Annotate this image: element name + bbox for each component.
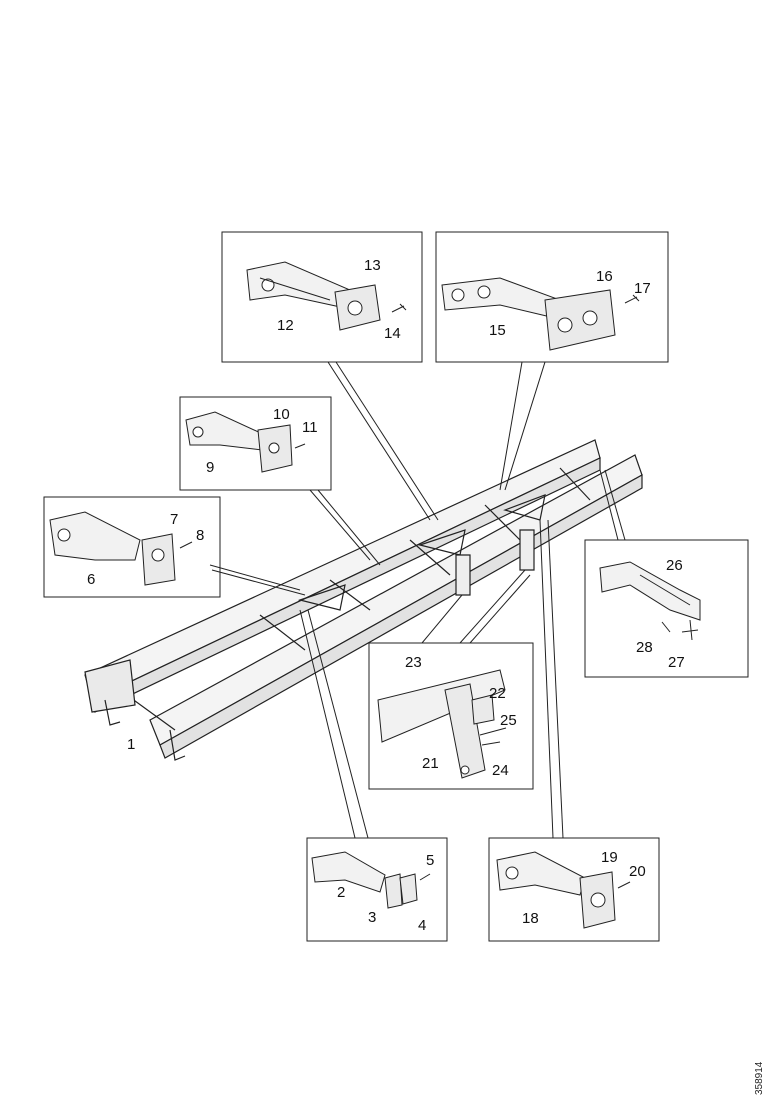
callout-2: 2 [337, 884, 345, 901]
callout-13: 13 [364, 257, 381, 274]
part-bolt-11 [295, 444, 305, 448]
callout-8: 8 [196, 527, 204, 544]
front-frame-end [85, 660, 135, 712]
callout-28: 28 [636, 639, 653, 656]
leader-lines [210, 362, 625, 838]
part-rail-section-23 [378, 670, 505, 742]
chassis-frame [85, 440, 642, 760]
callout-16: 16 [596, 268, 613, 285]
callout-21: 21 [422, 755, 439, 772]
callout-7: 7 [170, 511, 178, 528]
part-bracket-3 [385, 874, 402, 908]
callout-15: 15 [489, 322, 506, 339]
callout-5: 5 [426, 852, 434, 869]
part-bolt-8 [180, 542, 192, 548]
callout-3: 3 [368, 909, 376, 926]
part-crossmember-18 [497, 852, 585, 895]
part-hanger-21 [445, 684, 485, 778]
callout-20: 20 [629, 863, 646, 880]
part-bracket-16 [545, 290, 615, 350]
part-bracket-27 [682, 620, 698, 640]
callout-11: 11 [302, 419, 318, 436]
part-bracket-13 [335, 285, 380, 330]
callout-1: 1 [127, 736, 135, 753]
part-bracket-10 [258, 425, 292, 472]
callout-23: 23 [405, 654, 422, 671]
part-bracket-4 [400, 874, 417, 904]
part-crossmember-12 [247, 262, 350, 308]
callout-4: 4 [418, 917, 426, 934]
callout-12: 12 [277, 317, 294, 334]
callout-18: 18 [522, 910, 539, 927]
callout-19: 19 [601, 849, 618, 866]
part-bolts-24-25 [480, 728, 506, 745]
callout-27: 27 [668, 654, 685, 671]
callout-9: 9 [206, 459, 214, 476]
callout-numbers: 1 2 3 4 5 6 7 8 9 10 11 12 13 14 15 16 1… [87, 257, 685, 934]
part-bracket-7 [142, 534, 175, 585]
callout-17: 17 [634, 280, 651, 297]
part-bolt-5 [420, 874, 430, 880]
part-bolt-28 [662, 622, 670, 632]
callout-26: 26 [666, 557, 683, 574]
part-bolt-14 [392, 304, 406, 312]
callout-25: 25 [500, 712, 517, 729]
part-plate-22 [472, 695, 494, 724]
part-bolt-17 [625, 295, 639, 303]
callout-14: 14 [384, 325, 401, 342]
inset-box-26-28 [585, 540, 748, 677]
reference-code: 358914 [754, 1061, 765, 1095]
part-bracket-19 [580, 872, 615, 928]
part-bolt-20 [618, 882, 630, 888]
callout-24: 24 [492, 762, 509, 779]
callout-6: 6 [87, 571, 95, 588]
part-crossmember-26 [600, 562, 700, 620]
reference-code-container: 358914 [754, 1035, 768, 1095]
callout-22: 22 [489, 685, 506, 702]
part-crossmember-2 [312, 852, 385, 892]
callout-10: 10 [273, 406, 290, 423]
part-crossmember-6 [50, 512, 140, 560]
